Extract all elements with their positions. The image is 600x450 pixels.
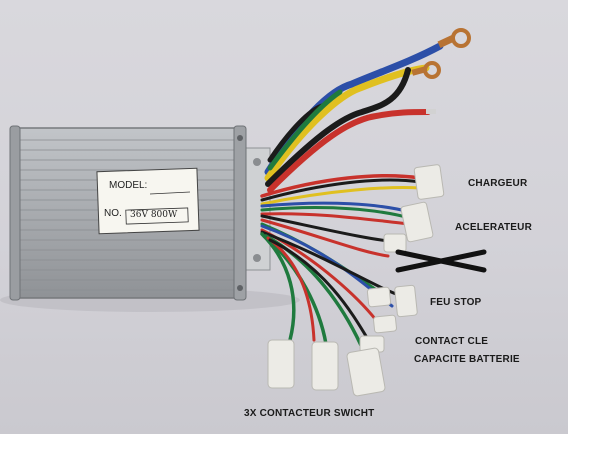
controller-illustration (0, 28, 487, 397)
connector-acelerateur (400, 201, 434, 243)
bracket-hole (253, 158, 261, 166)
bracket-hole (253, 254, 261, 262)
phase-wires (264, 42, 444, 193)
ring-terminal (411, 61, 441, 79)
controller-photo: MODEL: NO. 36V 800W CHARGEUR ACELERATEUR… (0, 0, 568, 434)
contactor-wires (260, 232, 374, 354)
label-chargeur: CHARGEUR (468, 178, 528, 189)
cross-out-mark (395, 249, 487, 273)
nameplate (96, 167, 200, 235)
nameplate-model-label: MODEL: (109, 180, 148, 191)
wire-tip (426, 109, 436, 114)
contactor-plug (346, 347, 386, 397)
label-contacteur: 3X CONTACTEUR SWICHT (244, 408, 375, 419)
connector-contact-cle (373, 314, 397, 334)
nameplate-no-label: NO. (104, 208, 122, 219)
nameplate-rating: 36V 800W (130, 210, 178, 220)
contactor-plug (267, 339, 295, 389)
label-contact-cle: CONTACT CLE (415, 336, 489, 347)
connector-chargeur (413, 164, 445, 200)
contactor-plug (311, 341, 339, 391)
label-feu-stop: FEU STOP (430, 297, 482, 308)
label-capacite-batterie: CAPACITE BATTERIE (414, 354, 520, 365)
connector-feu-stop-b (394, 284, 418, 318)
label-acelerateur: ACELERATEUR (455, 222, 533, 233)
connector-crossed (383, 233, 407, 253)
connector-feu-stop (366, 286, 392, 308)
ring-terminal (437, 28, 471, 49)
